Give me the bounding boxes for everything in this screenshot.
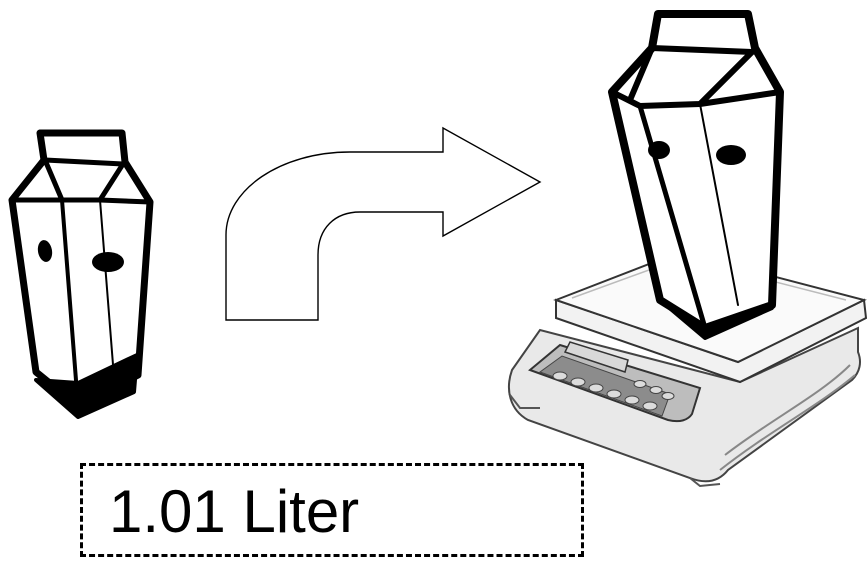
curved-arrow-icon [226,128,540,320]
measurement-label-box: 1.01 Liter [80,463,584,557]
measurement-label: 1.01 Liter [109,480,359,544]
milk-carton-left-icon [12,133,150,417]
